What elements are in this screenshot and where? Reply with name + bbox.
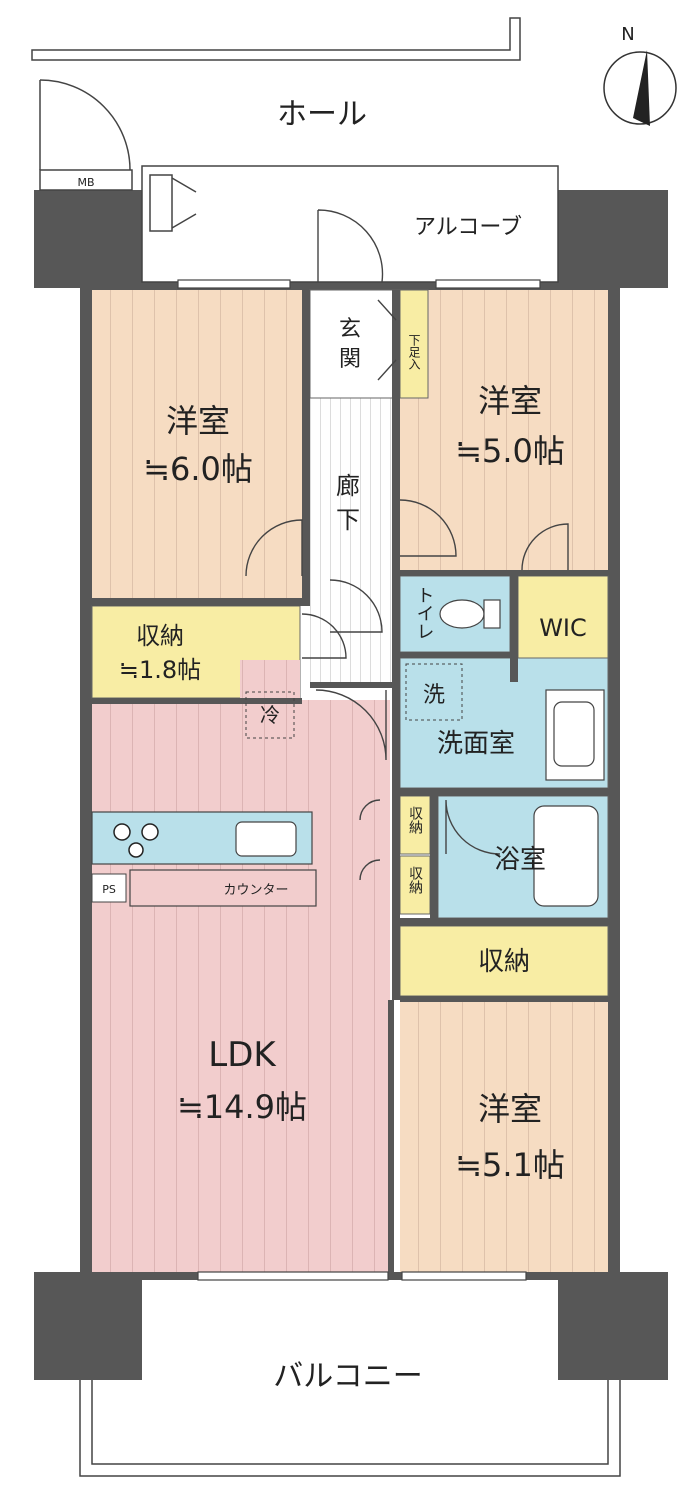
pipe-space — [91, 873, 127, 903]
meter-box — [39, 169, 133, 191]
alcove-cabinet — [149, 174, 197, 232]
kitchen-counter — [91, 811, 317, 907]
storage-small-2-label: 収納 — [407, 866, 423, 895]
east-bedroom-name: 洋室 — [478, 382, 542, 420]
stove-icon — [113, 823, 159, 858]
room-labels: 洋室 ≒6.0帖 洋室 ≒5.0帖 収納 ≒1.8帖 玄 関 下足入 廊 下 ト… — [102, 317, 587, 1394]
south-bedroom-name: 洋室 — [478, 1090, 542, 1128]
closet-size: ≒1.8帖 — [119, 656, 201, 684]
alcove-label: アルコーブ — [414, 215, 522, 240]
toilet-label: トイレ — [414, 586, 435, 640]
mb-door-swing — [39, 79, 131, 171]
closet-name: 収納 — [136, 622, 184, 650]
storage-south-label: 収納 — [478, 947, 530, 977]
ldk-size: ≒14.9帖 — [177, 1088, 307, 1126]
counter-label: カウンター — [223, 883, 288, 898]
balcony-label: バルコニー — [273, 1359, 422, 1394]
wall-north — [80, 282, 620, 290]
washer-label: 洗 — [423, 683, 445, 708]
interior-walls — [92, 290, 608, 1272]
entrance-label-bottom: 関 — [339, 347, 361, 372]
column-se — [558, 1272, 668, 1380]
toilet-fixture — [439, 599, 501, 629]
washroom-vanity — [545, 689, 605, 781]
bathroom-label: 浴室 — [494, 845, 546, 875]
south-bedroom-size: ≒5.1帖 — [455, 1146, 565, 1184]
pipe-space-label: PS — [102, 883, 116, 896]
room-entrance[interactable] — [309, 289, 401, 399]
column-sw — [34, 1272, 142, 1380]
door-swings — [245, 209, 569, 881]
column-ne — [558, 190, 668, 288]
meter-box-label: MB — [77, 176, 94, 189]
shoe-storage-label: 下足入 — [407, 334, 421, 370]
wic-label: WIC — [539, 614, 587, 642]
windows — [177, 279, 541, 1281]
fridge-label: 冷 — [260, 703, 280, 727]
washer-space — [405, 663, 463, 721]
west-bedroom-size: ≒6.0帖 — [143, 450, 253, 488]
column-nw — [34, 190, 142, 288]
fridge-space — [245, 691, 295, 739]
north-compass: N — [603, 24, 677, 126]
storage-small-2[interactable] — [399, 855, 431, 915]
hall-label: ホール — [277, 97, 367, 132]
hall-rail — [31, 17, 521, 61]
wall-outer-west — [80, 285, 92, 1275]
north-arrow-icon — [633, 50, 650, 126]
balcony — [79, 1380, 621, 1477]
compass-north-label: N — [621, 24, 634, 45]
alcove-area — [141, 165, 559, 283]
storage-small-1-label: 収納 — [407, 806, 423, 835]
washroom-label: 洗面室 — [437, 729, 515, 759]
east-bedroom-size: ≒5.0帖 — [455, 432, 565, 470]
ldk-name: LDK — [208, 1035, 277, 1075]
entrance-label-top: 玄 — [339, 317, 361, 342]
corridor-label-bottom: 下 — [336, 506, 360, 534]
wall-outer-east — [608, 285, 620, 1275]
corridor-label-top: 廊 — [336, 472, 360, 500]
bathtub — [533, 805, 599, 907]
west-bedroom-name: 洋室 — [166, 402, 230, 440]
